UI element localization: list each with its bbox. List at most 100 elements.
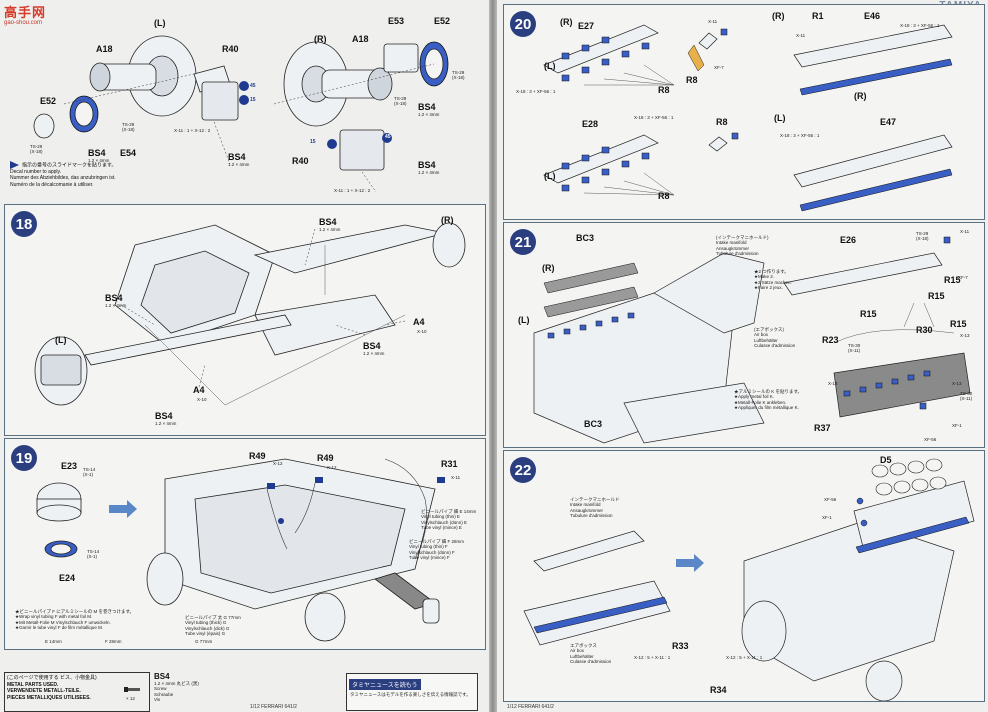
s20-xf7: XF-7 [714, 65, 724, 70]
s19-r31: R31 [441, 459, 458, 469]
step-20-panel: 20 [503, 4, 985, 220]
label-e52-right: E52 [434, 16, 451, 26]
news-title: タミヤニュースを読もう [349, 679, 421, 690]
s20-x11-b: X-11 [796, 33, 806, 38]
decal-note-en: Decal number to apply. [10, 169, 62, 175]
step-21-drawing [533, 236, 971, 444]
s18-bs4-2: BS4 [105, 293, 123, 303]
s22-xf1: XF-1 [822, 515, 832, 520]
label-bs4-c-size: 1.2 × 4mm [418, 170, 440, 175]
label-ts29-b: TS-29 (X-18) [30, 144, 43, 155]
step-19-number: 19 [11, 445, 37, 471]
label-15-right: 15 [310, 139, 316, 145]
watermark: 高手网 gao-shou.com [4, 2, 46, 26]
right-page: TAMIYA 20 [497, 0, 988, 712]
s21-bc3-a: BC3 [576, 233, 595, 243]
s19-e24: E24 [59, 573, 76, 583]
s21-foil-note: ★アルミシールの K を貼ります。 ★Apply metal foil K. ★… [734, 389, 803, 411]
step-21-panel: 21 [503, 222, 985, 448]
s21-x11: X-11 [960, 229, 970, 234]
step-22-panel: 22 [503, 450, 985, 702]
s18-a4-1-code: X-10 [417, 329, 427, 334]
label-bs4-c: BS4 [418, 160, 436, 170]
s18-bs4-2-size: 1.2 × 4mm [105, 303, 127, 308]
s20-r8-d: R8 [658, 191, 670, 201]
s20-left-a: (L) [544, 61, 556, 71]
decal-note-ja: 指示の番号のスライドマークを貼ります。 [22, 162, 117, 169]
s21-e26: E26 [840, 235, 857, 245]
step-18-number: 18 [11, 211, 37, 237]
label-ts29-c: TS-29 (X-18) [452, 70, 465, 81]
s20-r8-c: R8 [716, 117, 728, 127]
label-45-left: 45 [250, 83, 256, 89]
footer-left: 1/12 FERRARI 641/2 [250, 704, 297, 710]
s20-x18-a: X-18 : 3 + XF-56 : 1 [516, 89, 556, 94]
step-18-panel: 18 [4, 204, 486, 436]
tamiya-news-box: タミヤニュースを読もう タミヤニュースはモデルを作る楽しさを伝える情報誌です。 [346, 673, 478, 711]
s21-r15-c: R15 [860, 309, 877, 319]
s21-r30: R30 [916, 325, 933, 335]
step-22-number: 22 [510, 457, 536, 483]
s21-make2-note: ★2 つ作ります。 ★Make 2. ★2 Sätze machen. ★Fai… [754, 269, 792, 291]
step-22-drawing [523, 458, 975, 701]
s19-ts14-a: TS-14 (X-1) [83, 467, 96, 478]
s18-a4-2-code: X-10 [197, 397, 207, 402]
step-20-drawing [543, 24, 953, 212]
s20-e28: E28 [582, 119, 599, 129]
s20-left-b: (L) [544, 171, 556, 181]
decal-arrow-icon [10, 161, 19, 169]
s20-r8-a: R8 [686, 75, 698, 85]
s21-xf56: XF-56 [924, 437, 937, 442]
label-bs4-b: BS4 [418, 102, 436, 112]
s20-right-b: (R) [772, 11, 785, 21]
s22-r34: R34 [710, 685, 727, 695]
label-bs4-b-size: 1.2 × 4mm [418, 112, 440, 117]
s21-ts30-a: TS-30 (X-11) [848, 343, 861, 354]
bs4-part: BS4 [154, 672, 170, 681]
parts-used-fr: PIECES METALLIQUES UTILISEES. [7, 694, 91, 701]
label-e52-left: E52 [40, 96, 57, 106]
bs4-screw-entry: BS4 1.2 × 4mm 丸ビス (黒) Screw Schraube Vis [154, 672, 199, 703]
s20-r8-b: R8 [658, 85, 670, 95]
s22-xf56: XF-56 [824, 497, 837, 502]
left-page: 高手网 gao-shou.com [0, 0, 489, 712]
s20-x18-b: X-18 : 3 + XF-56 : 1 [634, 115, 674, 120]
label-45-right: 45 [385, 134, 391, 140]
s19-x12-a: X-12 [273, 461, 283, 466]
screw-icon [124, 687, 140, 692]
s21-left: (L) [518, 315, 530, 325]
step-19-arrow-icon [109, 500, 137, 518]
s20-r1: R1 [812, 11, 824, 21]
s21-ts29: TS-29 (X-18) [916, 231, 929, 242]
hub-assembly-drawing [33, 35, 449, 193]
parts-used-de: VERWENDETE METALL-TEILE. [7, 688, 81, 694]
label-a18-left: A18 [96, 44, 113, 54]
s20-e46: E46 [864, 11, 881, 21]
s19-tube-g: ビニールパイプ 太 G 77mm Vinyl tubing (thick) G … [185, 615, 241, 637]
s21-r15-d: R15 [950, 319, 967, 329]
s21-r23: R23 [822, 335, 839, 345]
bs4-qty: × 12 [126, 696, 135, 701]
step-22-arrow-icon [676, 554, 704, 572]
s19-r49-b: R49 [317, 453, 334, 463]
label-e54: E54 [120, 148, 137, 158]
label-bs4-center: BS4 [228, 152, 246, 162]
s19-wrap-note: ★ビニールパイプ F にアルミシールの M を巻きつけます。 ★Wrap vin… [15, 609, 135, 631]
news-body: タミヤニュースはモデルを作る楽しさを伝える情報誌です。 [350, 692, 471, 697]
step-20-number: 20 [510, 11, 536, 37]
s22-airbox-label: エアボックス Air box Luftbehälter Culasse d'ad… [570, 643, 612, 665]
metal-parts-used: (このページで使用する ビス、小物金具) METAL PARTS USED. V… [4, 648, 484, 712]
bs4-part-size: 1.2 × 4mm 丸ビス (黒) [154, 681, 199, 686]
s20-right-c: (R) [854, 91, 867, 101]
label-right-side: (R) [314, 34, 327, 44]
label-bs4-a-size: 1.2 × 4mm [88, 158, 110, 163]
label-a18-right: A18 [352, 34, 369, 44]
step-19-panel: 19 [4, 438, 486, 650]
s19-scale-f: F 28mm [105, 639, 122, 644]
label-left-side: (L) [154, 18, 166, 28]
label-r40-right: R40 [292, 156, 309, 166]
s21-x13-c: X-13 [952, 381, 962, 386]
label-r40-left: R40 [222, 44, 239, 54]
s22-r33: R33 [672, 641, 689, 651]
